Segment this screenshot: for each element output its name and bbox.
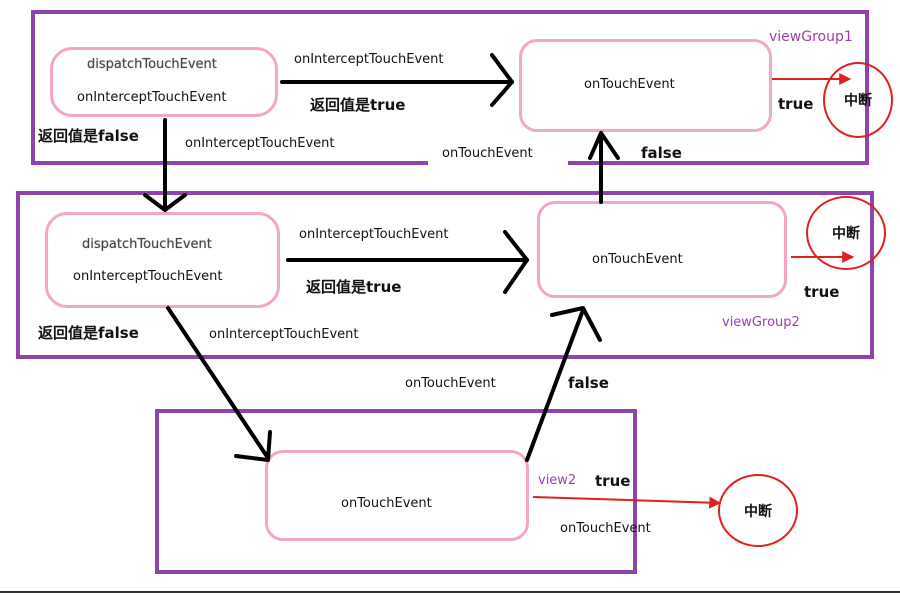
view2-up-arrowhead bbox=[550, 306, 602, 342]
bottom-divider bbox=[0, 591, 900, 593]
vg1-intercept-arrowhead bbox=[490, 53, 514, 107]
viewgroup1-false-return: 返回值是false bbox=[38, 127, 139, 145]
viewgroup1-frame-gap bbox=[428, 160, 568, 166]
viewgroup1-ontouchevent-text: onTouchEvent bbox=[584, 77, 675, 92]
viewgroup2-frame bbox=[16, 191, 874, 359]
vg2-intercept-arrowhead bbox=[503, 230, 529, 294]
viewgroup1-intercept-text: onInterceptTouchEvent bbox=[77, 90, 227, 105]
view2-true-label: true bbox=[595, 472, 631, 490]
viewgroup2-ontouchevent-text: onTouchEvent bbox=[592, 252, 683, 267]
view2-interrupt-circle: 中断 bbox=[718, 474, 798, 547]
view2-interrupt-arrow bbox=[532, 496, 722, 509]
viewgroup2-up-label: onTouchEvent bbox=[405, 376, 496, 391]
viewgroup1-interrupt-label: 中断 bbox=[844, 93, 872, 109]
viewgroup1-down-label: onInterceptTouchEvent bbox=[185, 136, 335, 151]
view2-label: view2 bbox=[538, 473, 577, 488]
vg2-up-arrowhead bbox=[588, 131, 620, 160]
viewgroup2-ontouchevent-box bbox=[537, 201, 787, 298]
vg2-down-arrow bbox=[166, 306, 270, 460]
viewgroup1-ontouchevent-box bbox=[519, 39, 772, 132]
view2-bottom-label: onTouchEvent bbox=[560, 521, 651, 536]
viewgroup2-false-return: 返回值是false bbox=[38, 324, 139, 342]
view2-interrupt-label: 中断 bbox=[744, 503, 772, 520]
viewgroup2-true-label: true bbox=[804, 283, 840, 301]
viewgroup1-interrupt-circle: 中断 bbox=[823, 62, 893, 138]
viewgroup2-interrupt-circle: 中断 bbox=[806, 196, 886, 270]
viewgroup2-dispatch-text: dispatchTouchEvent bbox=[82, 237, 212, 252]
viewgroup1-dispatch-box bbox=[50, 47, 278, 117]
vg2-down-arrowhead bbox=[234, 430, 272, 462]
viewgroup2-down-label: onInterceptTouchEvent bbox=[209, 327, 359, 342]
viewgroup1-true-label: true bbox=[778, 95, 814, 113]
view2-ontouchevent-text: onTouchEvent bbox=[341, 496, 432, 511]
viewgroup1-dispatch-text: dispatchTouchEvent bbox=[87, 57, 217, 72]
viewgroup1-up-label: onTouchEvent bbox=[442, 146, 533, 161]
viewgroup1-false-label: false bbox=[641, 144, 682, 162]
viewgroup2-false-label: false bbox=[568, 374, 609, 392]
view2-up-arrow bbox=[525, 308, 585, 462]
viewgroup2-dispatch-box bbox=[45, 212, 280, 308]
view2-frame bbox=[155, 409, 637, 574]
viewgroup2-intercept-text: onInterceptTouchEvent bbox=[73, 269, 223, 284]
viewgroup1-label: viewGroup1 bbox=[769, 29, 853, 45]
viewgroup2-arrow-label-top: onInterceptTouchEvent bbox=[299, 227, 449, 242]
viewgroup1-arrow-label-bottom: 返回值是true bbox=[310, 96, 406, 114]
viewgroup2-arrow-label-bottom: 返回值是true bbox=[306, 278, 402, 296]
viewgroup2-interrupt-label: 中断 bbox=[832, 226, 860, 242]
view2-ontouchevent-box bbox=[265, 450, 529, 541]
viewgroup1-arrow-label-top: onInterceptTouchEvent bbox=[294, 52, 444, 67]
viewgroup2-label: viewGroup2 bbox=[722, 315, 800, 330]
vg1-down-arrowhead bbox=[143, 193, 187, 212]
